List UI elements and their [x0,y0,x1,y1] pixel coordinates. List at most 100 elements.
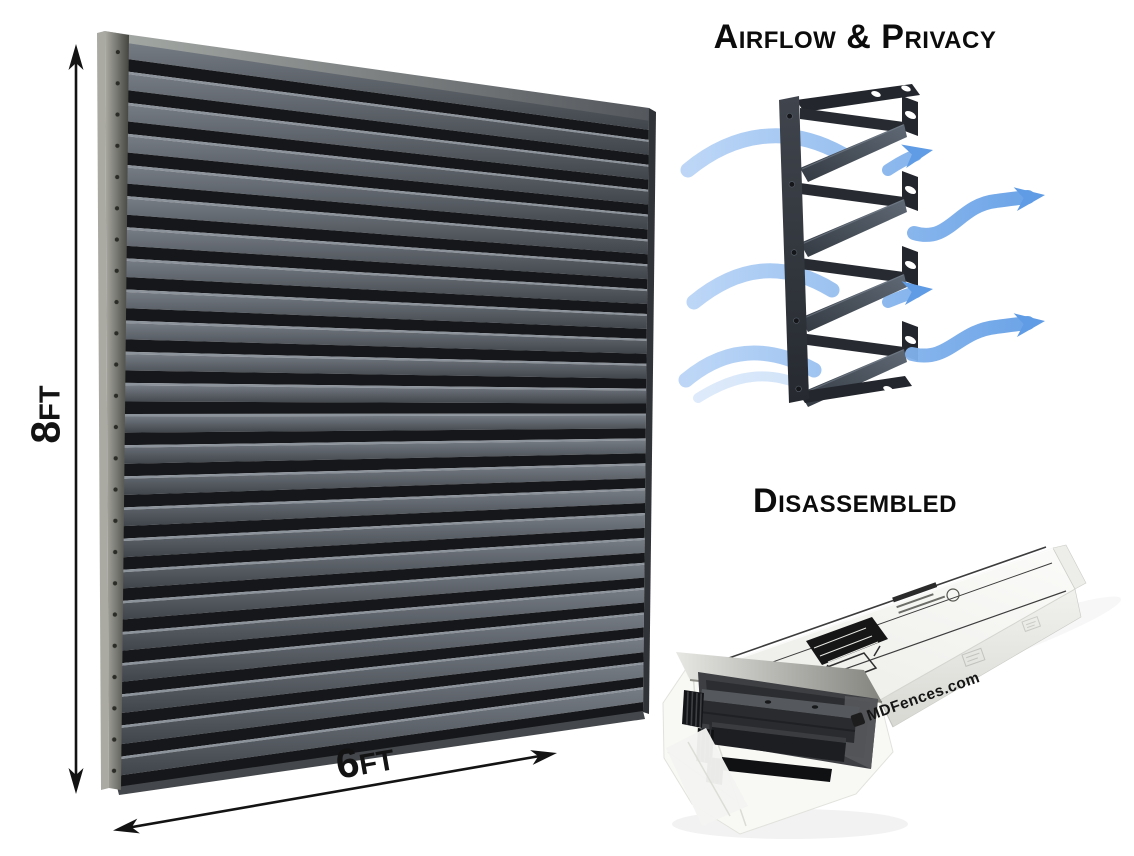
louver-slat [124,135,649,205]
louver-slat-highlight [122,382,647,391]
louver-gap [124,152,649,215]
louver-slat-highlight [120,562,645,604]
panel-right-edge [643,108,656,714]
louver-slat-highlight [123,195,648,242]
louver-gap [122,308,647,339]
mount-hole [883,386,893,392]
rivet [112,643,118,649]
rivet [114,268,120,274]
louver-slat [120,539,645,589]
louver-gap [124,58,649,140]
louver-slat-highlight [120,537,645,573]
rivet [113,393,119,399]
height-dimension-label: 8ft [22,385,69,444]
box-stamp [1021,616,1042,633]
louver-slat [120,589,645,651]
box-corner-edge [879,699,894,728]
rivet [113,487,119,493]
louver-gap [122,370,647,389]
box-stamp [961,647,986,667]
box-far-end [1052,544,1087,590]
louver-gap [123,245,648,290]
width-dimension [113,750,557,834]
airflow-louver [800,96,918,182]
louver-slat [122,354,647,379]
mount-hole [871,91,881,97]
panel-top-cap [103,31,651,121]
height-dimension [68,44,84,794]
louver-slat [119,664,644,745]
airflow-arrowhead-icon [1013,313,1045,338]
louver-slat [120,564,645,620]
fence-panel [97,31,656,795]
airflow-diagram [678,84,1045,407]
rivet [115,112,121,118]
rivet [788,181,795,188]
louver-slat-highlight [122,320,647,341]
panel-bottom-edge [117,711,645,795]
rivet [113,455,119,461]
rivet [790,249,798,256]
rivet [114,143,120,149]
louver-gap [121,503,646,539]
louver-slat-highlight [124,102,649,167]
rivet [112,549,118,555]
mount-hole [901,85,911,92]
louver-gap [123,214,648,265]
louver-gap [120,577,645,633]
panel-rail [105,31,129,790]
louver-slat [121,465,646,496]
arrowhead-left-icon [113,818,140,834]
rivet [114,299,120,305]
louver-slat-highlight [124,71,649,142]
louver-slat [123,260,648,305]
rivet [793,317,800,324]
airflow-arrow-out [905,316,1035,363]
airflow-arrow-out [907,190,1035,242]
diagram-bottom-flange [798,376,912,403]
airflow-louver [800,246,918,332]
louver-slat [123,229,648,280]
louver-gap [123,276,648,314]
rivet [114,205,120,211]
louver-slat-highlight [121,488,646,510]
louver-gap [121,428,646,446]
louver-gap [120,552,645,601]
airflow-arrowhead-icon [901,144,933,168]
louver-slat-highlight [121,438,646,448]
louver-slat-highlight [119,612,645,666]
airflow-louver [800,171,918,257]
louver-slat-highlight [123,258,648,292]
airflow-section-title: Airflow & Privacy [713,18,997,56]
louver-slat-highlight [120,587,645,635]
louver-slat [119,639,644,714]
louver-slat-highlight [119,662,644,729]
arrowhead-right-icon [530,750,557,765]
louver-gap [123,183,648,240]
rivet [112,674,118,680]
louver-slat-highlight [122,289,648,316]
airflow-arrowhead-icon [1013,187,1045,212]
louver-slat [121,490,646,527]
rivet [111,768,117,774]
box-print-diagram [705,546,1067,700]
louver-slat-highlight [123,227,648,267]
louver-slat-highlight [119,637,644,697]
louver-slat-highlight [124,133,649,192]
airflow-arrow-in [680,128,850,178]
airflow-arrow-in [693,371,809,403]
louver-slat [124,42,649,130]
rivet [113,330,119,336]
diagram-top-cap [796,84,920,112]
louver-slat [119,614,644,683]
rivet [114,237,120,243]
rivet [113,424,119,430]
airflow-arrowhead-icon [901,281,933,306]
louver-slat [123,167,648,230]
louver-slat [122,322,647,354]
width-dimension-line [117,752,553,831]
louver-gap [119,677,644,757]
louver-gap [119,652,644,726]
louver-slat [120,514,645,558]
rivet [115,80,121,86]
